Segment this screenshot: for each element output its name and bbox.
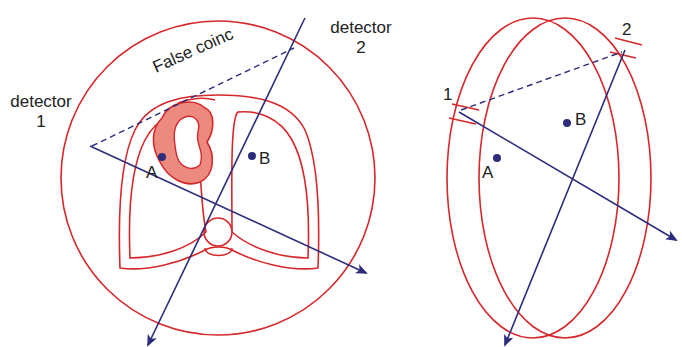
detector-number: 2: [622, 20, 631, 40]
point-label: A: [146, 163, 157, 183]
detector-label: detector 1: [6, 92, 76, 131]
point-label: B: [575, 110, 586, 130]
point-label: A: [482, 163, 493, 183]
point-label: B: [259, 149, 270, 169]
detector-label: detector 2: [326, 18, 396, 57]
detector-number: 1: [443, 85, 452, 105]
